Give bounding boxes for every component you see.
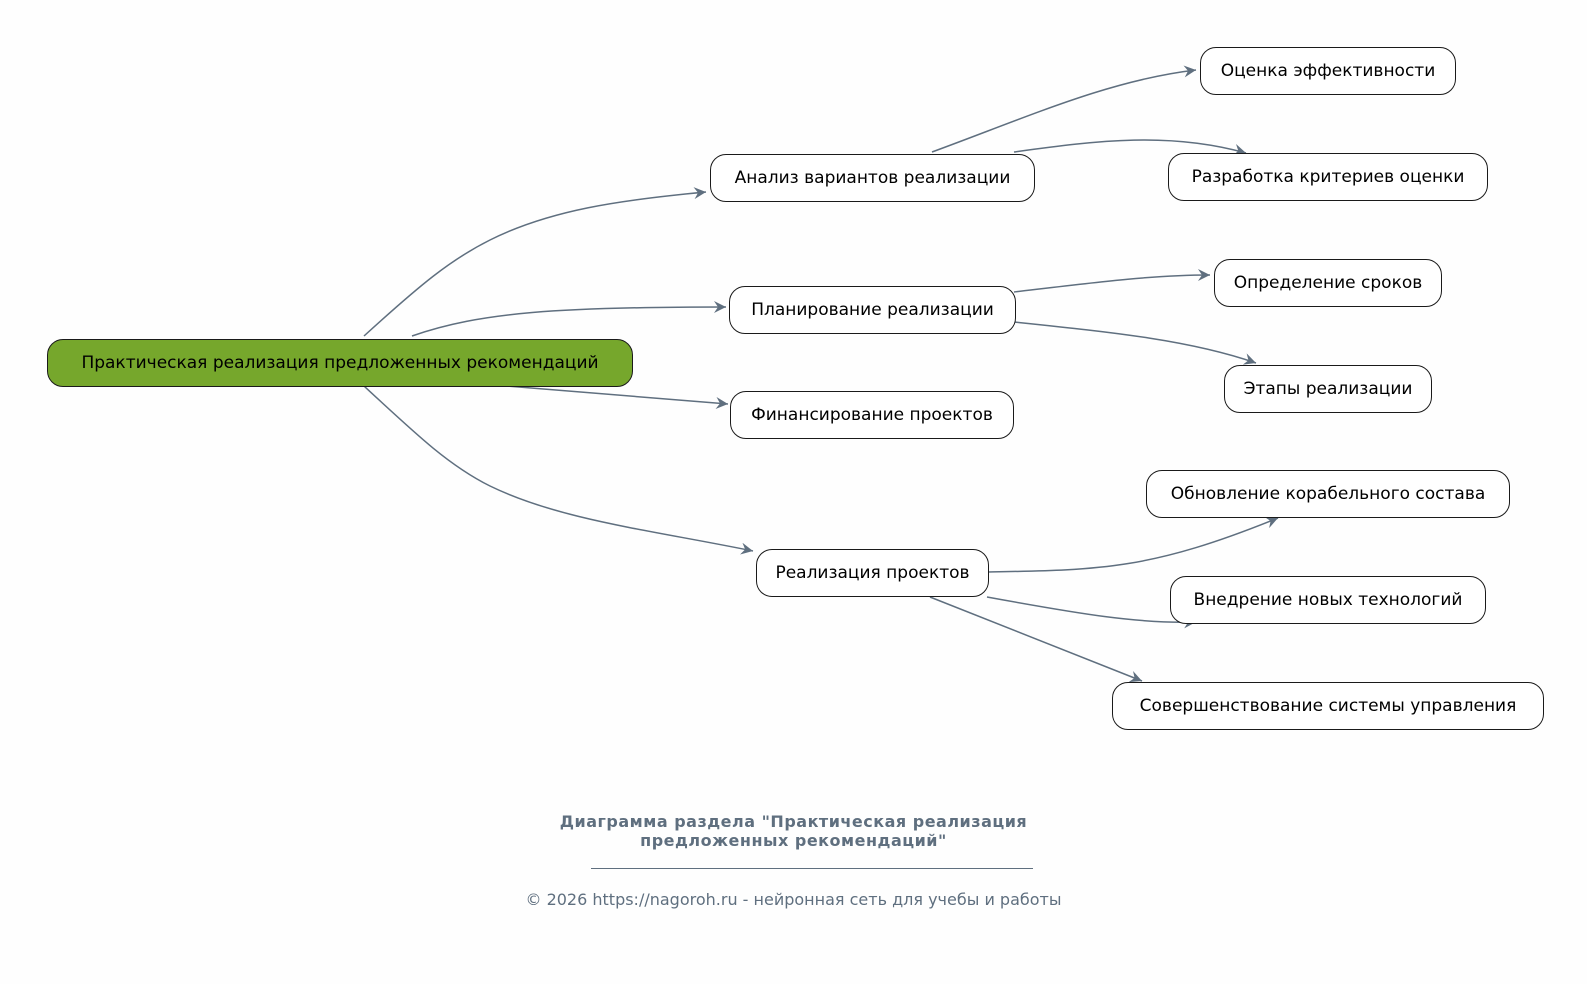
node-deadlines[interactable]: Определение сроков: [1214, 259, 1442, 307]
node-label: Планирование реализации: [751, 300, 994, 320]
node-stages[interactable]: Этапы реализации: [1224, 365, 1432, 413]
edge-implementation-tech: [986, 596, 1197, 629]
node-label: Определение сроков: [1233, 273, 1423, 293]
edge-root-planning: [411, 301, 727, 337]
edge-planning-stages: [1013, 321, 1257, 365]
node-label: Разработка критериев оценки: [1191, 167, 1465, 187]
node-analysis[interactable]: Анализ вариантов реализации: [710, 154, 1035, 202]
edge-analysis-criteria: [1013, 139, 1247, 156]
node-planning[interactable]: Планирование реализации: [729, 286, 1016, 334]
node-management[interactable]: Совершенствование системы управления: [1112, 682, 1544, 730]
node-label: Анализ вариантов реализации: [734, 168, 1011, 188]
node-implementation[interactable]: Реализация проектов: [756, 549, 989, 597]
node-label: Совершенствование системы управления: [1139, 696, 1517, 716]
node-label: Этапы реализации: [1243, 379, 1413, 399]
edge-root-financing: [505, 385, 729, 410]
node-fleet[interactable]: Обновление корабельного состава: [1146, 470, 1510, 518]
node-criteria[interactable]: Разработка критериев оценки: [1168, 153, 1488, 201]
edge-analysis-efficiency: [931, 65, 1197, 153]
caption-title-line-1: Диаграмма раздела "Практическая реализац…: [559, 812, 1028, 831]
caption-title-line-2: предложенных рекомендаций": [640, 831, 947, 850]
caption-divider: [591, 868, 1033, 869]
edge-root-analysis: [363, 187, 707, 337]
edge-implementation-fleet: [986, 516, 1279, 573]
node-label: Реализация проектов: [775, 563, 970, 583]
edge-implementation-management: [929, 596, 1143, 683]
node-financing[interactable]: Финансирование проектов: [730, 391, 1014, 439]
node-label: Обновление корабельного состава: [1170, 484, 1486, 504]
edge-root-implementation: [363, 385, 754, 555]
diagram-caption-title: Диаграмма раздела "Практическая реализац…: [0, 812, 1587, 850]
node-efficiency[interactable]: Оценка эффективности: [1200, 47, 1456, 95]
node-label: Внедрение новых технологий: [1193, 590, 1463, 610]
node-label: Оценка эффективности: [1220, 61, 1436, 81]
node-label: Финансирование проектов: [751, 405, 993, 425]
node-tech[interactable]: Внедрение новых технологий: [1170, 576, 1486, 624]
footer-copyright: © 2026 https://nagoroh.ru - нейронная се…: [525, 890, 1062, 909]
root-node[interactable]: Практическая реализация предложенных рек…: [47, 339, 633, 387]
root-node-label: Практическая реализация предложенных рек…: [81, 353, 599, 373]
edge-planning-deadlines: [1013, 269, 1211, 293]
